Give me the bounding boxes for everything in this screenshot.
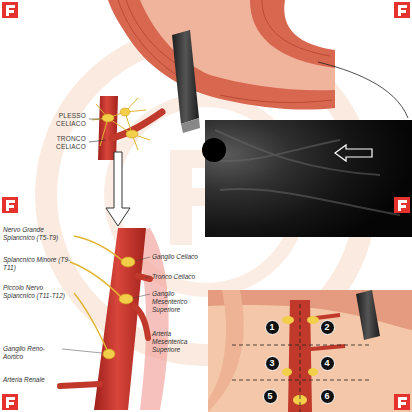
callout-number-text: 5 (267, 392, 272, 401)
aorta (98, 96, 118, 160)
part-label: Tronco Celiaco (152, 273, 207, 281)
callout-number: 3 (265, 356, 280, 371)
logo (394, 394, 410, 410)
callout-number-text: 6 (324, 392, 329, 401)
leader-lines (62, 257, 150, 353)
zoom-arrow (106, 152, 130, 226)
ganglion (102, 114, 114, 122)
pointer-line (318, 62, 408, 118)
callout-number: 1 (265, 320, 280, 335)
part-label: Nervo Grande Splancnico (T5-T9) (3, 226, 75, 242)
logo (394, 197, 410, 213)
celiac-trunk (112, 112, 162, 138)
mesenteric-artery (134, 306, 148, 338)
endoscope-tip (181, 118, 200, 133)
splanchnic-nerves (70, 236, 124, 352)
callout-number: 5 (263, 389, 278, 404)
renal-aortic-ganglion (103, 349, 115, 359)
endoscope (356, 290, 380, 340)
part-label: Ganglio Reno-Aortico (3, 345, 61, 361)
callout-number-text: 4 (324, 359, 329, 368)
callout-number: 6 (320, 389, 335, 404)
callout-number-text: 2 (324, 323, 329, 332)
echo-texture (212, 130, 400, 215)
callout-number-text: 1 (269, 323, 274, 332)
callout-number: 4 (320, 356, 335, 371)
dashed-line (232, 380, 372, 381)
dashed-line (232, 345, 372, 346)
celiac-trunk (138, 276, 150, 279)
leader-line (89, 140, 106, 142)
logo (2, 197, 18, 213)
leader-line (89, 119, 101, 120)
part-label: Piccolo Nervo Splancnico (T11-T12) (3, 284, 75, 300)
probe-shadow (202, 138, 226, 162)
logo (2, 394, 18, 410)
tissue-fold (208, 290, 244, 412)
endoscope (172, 30, 199, 124)
ganglion (307, 316, 319, 324)
tissue (208, 290, 412, 412)
ganglion (282, 368, 292, 376)
renal-artery (60, 384, 100, 386)
celiac-ganglion (121, 257, 135, 267)
aorta (288, 300, 312, 412)
ganglion (308, 368, 318, 376)
part-label: Arteria Mesenterica Superiore (152, 330, 207, 353)
nerve-fibres (92, 98, 150, 150)
ganglion (282, 316, 294, 324)
section-panel (208, 290, 412, 412)
logo (394, 2, 410, 18)
ganglion (120, 108, 130, 116)
ganglion (126, 130, 138, 138)
stomach-wall (108, 0, 335, 110)
stomach-lining (140, 0, 335, 90)
mesenteric-ganglion (119, 294, 133, 304)
muscle-fibres (118, 0, 332, 103)
part-label: Ganglio Mesenterico Superiore (152, 290, 207, 313)
dashed-line (300, 304, 301, 412)
logo (2, 2, 18, 18)
pointer-arrow (335, 145, 372, 161)
part-label: Ganglio Celiaco (152, 253, 207, 261)
part-label: PLESSO CELIACO (30, 112, 86, 128)
callout-number-text: 3 (269, 359, 274, 368)
part-label: Splancnico Minore (T9-T11) (3, 256, 71, 272)
ultrasound-image (205, 120, 412, 237)
callout-number: 2 (320, 320, 335, 335)
part-label: Arteria Renale (3, 376, 58, 384)
part-label: TRONCO CELIACO (30, 135, 86, 151)
